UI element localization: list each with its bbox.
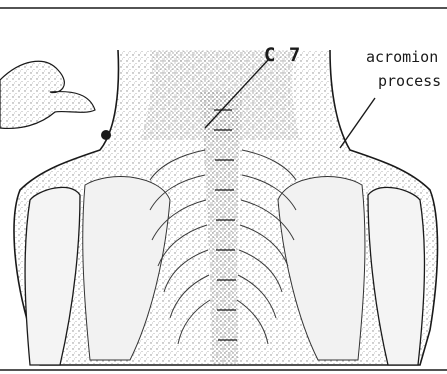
pointing-hand — [0, 61, 95, 128]
label-acromion-line2: process — [378, 72, 441, 90]
label-c7: C 7 — [264, 44, 301, 66]
acromion-leader — [340, 98, 375, 148]
landmark-dot — [101, 130, 111, 140]
label-acromion-line1: acromion — [366, 48, 438, 66]
